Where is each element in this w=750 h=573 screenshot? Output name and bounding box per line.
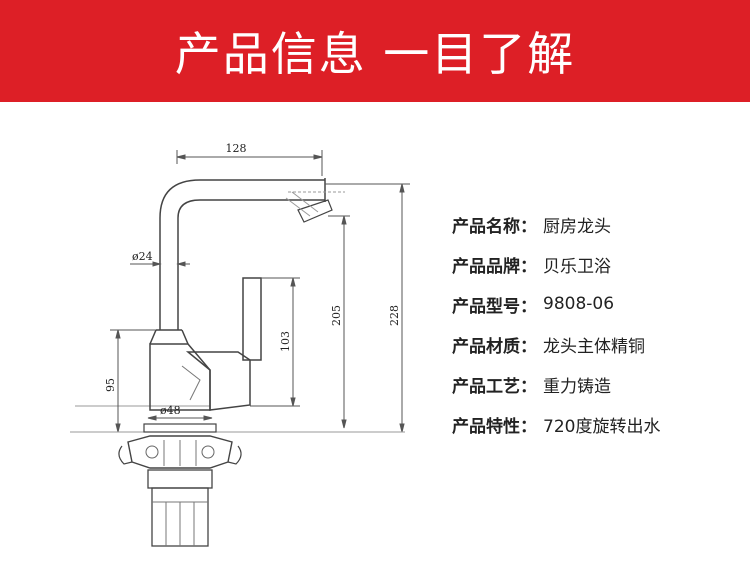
dim-205-arrow-top bbox=[341, 215, 347, 225]
dim-228-arrow-bottom bbox=[399, 423, 405, 433]
dim-228-arrow-top bbox=[399, 183, 405, 193]
elbow-outer bbox=[159, 179, 290, 219]
spec-row-feature: 产品特性： 720度旋转出水 bbox=[452, 404, 742, 444]
spec-label: 产品材质： bbox=[452, 336, 537, 357]
header-banner: 产品信息 一目了解 bbox=[0, 0, 750, 102]
spec-label: 产品型号： bbox=[452, 296, 537, 317]
dim-24-arrow-right bbox=[176, 261, 186, 267]
spec-label: 产品特性： bbox=[452, 416, 537, 437]
nozzle-hatch-2 bbox=[291, 191, 319, 213]
elbow-inner bbox=[177, 199, 290, 219]
handle-base bbox=[185, 351, 251, 411]
collar-left bbox=[149, 329, 157, 345]
product-specs-list: 产品名称： 厨房龙头 产品品牌： 贝乐卫浴 产品型号： 9808-06 产品材质… bbox=[452, 204, 742, 444]
nut-bolt-right bbox=[201, 445, 215, 459]
dim-48-label: ø48 bbox=[160, 404, 181, 417]
dim-205-arrow-bottom bbox=[341, 419, 347, 429]
dim-128-label: 128 bbox=[226, 142, 247, 155]
spec-value: 贝乐卫浴 bbox=[543, 256, 611, 277]
spec-row-model: 产品型号： 9808-06 bbox=[452, 284, 742, 324]
base-flange bbox=[143, 423, 217, 433]
faucet-technical-drawing: 128 ø24 ø48 95 103 205 228 bbox=[60, 130, 430, 573]
nozzle-hatch-1 bbox=[285, 197, 311, 217]
dim-103-label: 103 bbox=[279, 331, 292, 352]
spec-row-brand: 产品品牌： 贝乐卫浴 bbox=[452, 244, 742, 284]
dim-95-label: 95 bbox=[104, 378, 117, 392]
nut-wing-right bbox=[227, 445, 242, 465]
faucet-body bbox=[149, 343, 211, 411]
nut-wing-left bbox=[118, 445, 133, 465]
nut-bolt-left bbox=[145, 445, 159, 459]
dim-95-arrow-bottom bbox=[115, 423, 121, 433]
spec-row-material: 产品材质： 龙头主体精铜 bbox=[452, 324, 742, 364]
spec-value: 龙头主体精铜 bbox=[543, 336, 645, 357]
dim-103-arrow-top bbox=[290, 277, 296, 287]
spec-row-process: 产品工艺： 重力铸造 bbox=[452, 364, 742, 404]
aerator-nozzle bbox=[297, 199, 333, 223]
dim-24-label: ø24 bbox=[132, 250, 153, 263]
spec-label: 产品工艺： bbox=[452, 376, 537, 397]
spec-label: 产品名称： bbox=[452, 216, 537, 237]
spec-row-name: 产品名称： 厨房龙头 bbox=[452, 204, 742, 244]
dim-24-arrow-left bbox=[152, 261, 162, 267]
spec-value: 厨房龙头 bbox=[543, 216, 611, 237]
body-contour bbox=[181, 365, 201, 401]
spec-label: 产品品牌： bbox=[452, 256, 537, 277]
dim-95-arrow-top bbox=[115, 329, 121, 339]
dim-228-label: 228 bbox=[388, 305, 401, 326]
spec-value: 720度旋转出水 bbox=[543, 416, 661, 437]
dim-128-arrow-left bbox=[176, 154, 186, 160]
shank-collar bbox=[147, 469, 213, 489]
dim-103-arrow-bottom bbox=[290, 397, 296, 407]
spec-value: 重力铸造 bbox=[543, 376, 611, 397]
dim-128-arrow-right bbox=[313, 154, 323, 160]
collar-right bbox=[181, 329, 189, 345]
page-title: 产品信息 一目了解 bbox=[174, 27, 576, 81]
handle-lever bbox=[242, 277, 262, 361]
dim-48-arrow-left bbox=[147, 415, 157, 421]
dim-48-arrow-right bbox=[203, 415, 213, 421]
spec-value: 9808-06 bbox=[543, 294, 615, 314]
dim-205-label: 205 bbox=[330, 305, 343, 326]
